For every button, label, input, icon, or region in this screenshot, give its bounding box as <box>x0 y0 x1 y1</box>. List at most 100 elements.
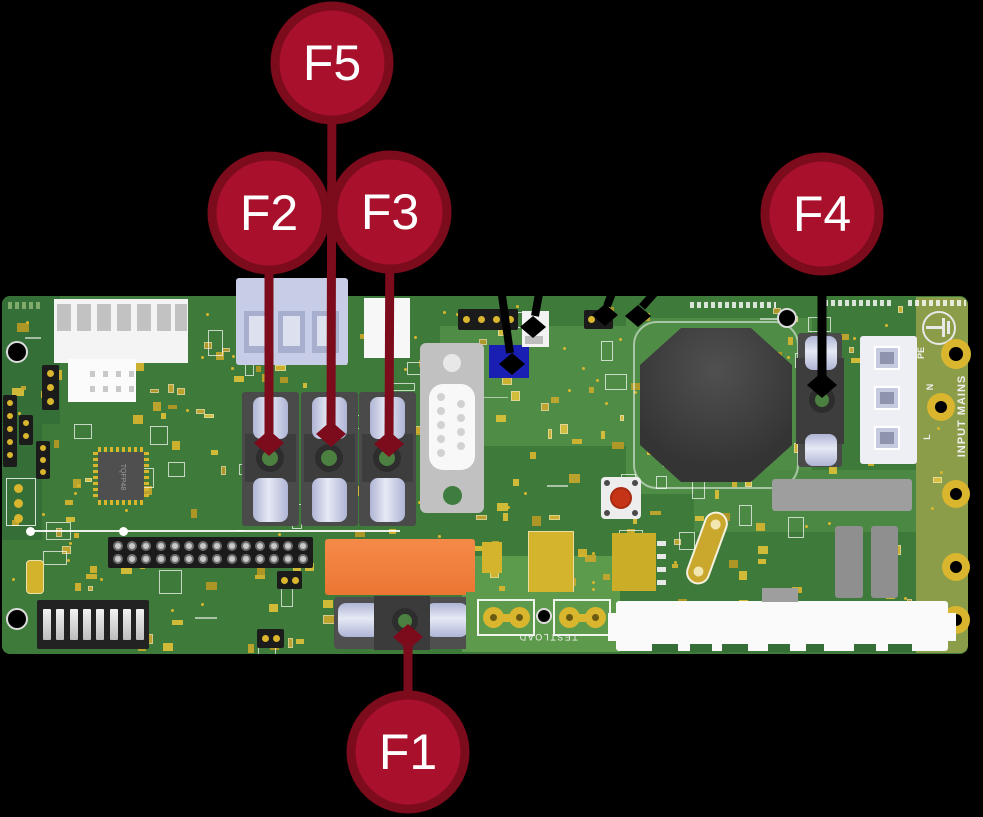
pad-decor <box>511 391 521 402</box>
pad-decor <box>470 546 483 551</box>
via <box>14 484 23 493</box>
pin <box>7 400 13 406</box>
connector-notch <box>854 644 876 652</box>
component-stripe <box>525 336 543 344</box>
silkscreen-outline-decor <box>788 516 804 539</box>
pad-decor <box>559 424 569 434</box>
silkscreen-line <box>30 530 400 532</box>
pin <box>7 439 13 445</box>
header-pin <box>113 541 123 551</box>
pad-decor <box>171 441 180 450</box>
component-pin-dash <box>657 541 666 546</box>
pin <box>23 420 29 426</box>
db9-pin-hole <box>457 428 465 436</box>
pin <box>7 413 13 419</box>
connector-bottom-latch <box>608 613 617 641</box>
via-decor <box>125 508 129 512</box>
pad-decor <box>64 500 74 506</box>
mains-pad <box>942 480 970 508</box>
via-decor <box>579 553 583 557</box>
pad-decor <box>322 599 334 609</box>
via-decor <box>804 525 808 529</box>
pad-decor <box>275 364 286 371</box>
pad-decor <box>152 402 162 411</box>
pad-decor <box>149 389 160 394</box>
component-pin-dash <box>657 580 666 585</box>
trace-decor <box>25 337 42 339</box>
clip-pad <box>585 607 606 628</box>
via-decor <box>42 513 46 517</box>
pad-decor <box>728 559 739 569</box>
pin <box>281 577 288 584</box>
header-pin <box>198 541 209 551</box>
pad-decor <box>196 408 205 415</box>
terminal-slot-inner <box>880 392 894 404</box>
pad-decor <box>756 522 765 531</box>
via-decor <box>186 408 190 412</box>
via-decor <box>604 401 608 405</box>
pad-decor <box>498 585 505 591</box>
black-arrow <box>592 240 636 326</box>
pad-decor <box>897 305 903 313</box>
capacitor-small <box>26 560 44 594</box>
clip-bar <box>492 614 520 622</box>
header-pin <box>269 554 280 564</box>
callout-label-F5: F5 <box>303 35 361 91</box>
trace-decor <box>547 485 568 487</box>
pad-hole <box>949 347 963 361</box>
yellow-component <box>482 542 502 573</box>
fuse-holder-F3 <box>359 392 416 526</box>
pin <box>40 457 46 463</box>
testload-clip-box <box>553 599 611 636</box>
connector-bottom <box>616 601 948 651</box>
dip-slider <box>122 609 131 640</box>
header-pin <box>255 541 265 551</box>
callout-arrowhead <box>393 624 423 650</box>
header-pin <box>198 554 209 564</box>
switch-corner-pin <box>632 480 638 486</box>
pad-decor <box>257 566 265 575</box>
db9-pin-hole <box>437 393 445 401</box>
pin <box>463 316 470 323</box>
black-arrow <box>625 239 703 327</box>
via-decor <box>231 367 234 371</box>
connector-pin <box>57 304 71 331</box>
terminal-slot-inner <box>283 316 300 346</box>
pad-decor <box>757 546 769 554</box>
pad-decor <box>292 566 301 575</box>
connector-notch <box>768 644 790 652</box>
connector-bottom-latch <box>947 613 956 641</box>
pad-decor <box>650 510 661 516</box>
via-decor <box>442 311 446 315</box>
pad-decor <box>630 382 640 390</box>
pad-decor <box>731 480 738 487</box>
via-decor <box>201 355 205 359</box>
clip-pad <box>483 607 504 628</box>
terminal-slot-inner <box>880 432 894 444</box>
pad-decor <box>627 529 636 536</box>
pin <box>47 370 54 377</box>
via-decor <box>853 336 857 340</box>
via <box>14 499 23 508</box>
mounting-hole <box>536 608 552 624</box>
via-decor <box>205 313 209 317</box>
pad-hole <box>490 614 497 621</box>
pad-decor <box>295 639 304 645</box>
pin <box>493 316 500 323</box>
fuse-holder-F5 <box>301 392 358 526</box>
silkscreen-outline-decor <box>43 550 68 566</box>
pad-decor <box>540 402 549 412</box>
mcu-pins <box>98 500 144 505</box>
db9-pin-hole <box>457 400 465 408</box>
testload-clip-box <box>477 599 535 636</box>
socket-hole <box>129 386 134 392</box>
connector-notch <box>722 644 748 652</box>
earth-bar <box>926 326 943 329</box>
header-pin <box>155 554 166 564</box>
switch-button-red <box>610 487 632 509</box>
pin <box>7 452 13 458</box>
via-decor <box>232 354 236 358</box>
pad-decor <box>89 566 97 573</box>
fuse-clip <box>426 603 468 637</box>
pin <box>292 577 299 584</box>
